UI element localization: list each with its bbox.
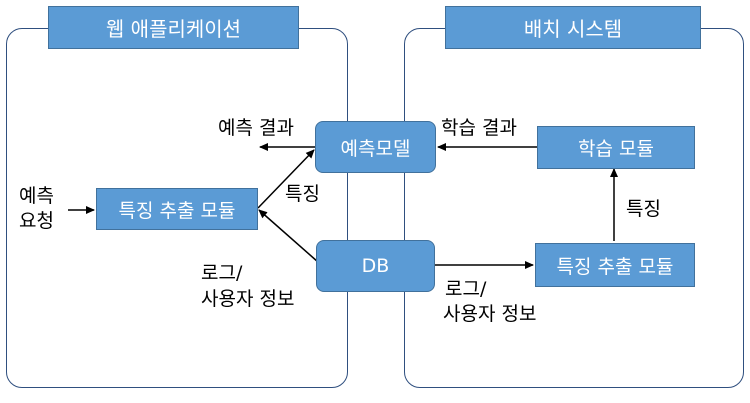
training-result-label: 학습 결과 (441, 117, 517, 139)
arrow-feature-to-model (257, 149, 315, 209)
prediction-request-label-line2: 요청 (19, 210, 54, 232)
db-node: DB (316, 240, 435, 292)
feature-label-web: 특징 (285, 183, 320, 205)
training-module-node: 학습 모듈 (537, 126, 695, 169)
prediction-model-node: 예측모델 (315, 121, 436, 173)
prediction-request-label-line1: 예측 (19, 185, 54, 207)
feature-extraction-module-web: 특징 추출 모듈 (96, 188, 258, 230)
log-user-info-label-batch-line1: 로그/ (445, 278, 487, 300)
log-user-info-label-web-line2: 사용자 정보 (201, 288, 295, 310)
batch-system-title: 배치 시스템 (445, 6, 701, 49)
web-application-title: 웹 애플리케이션 (48, 6, 299, 49)
log-user-info-label-web-line1: 로그/ (201, 262, 243, 284)
arrow-db-to-feature-web (258, 209, 319, 263)
feature-extraction-module-batch: 특징 추출 모듈 (535, 243, 695, 287)
batch-system-panel (404, 28, 744, 388)
feature-label-batch: 특징 (626, 198, 661, 220)
prediction-result-label: 예측 결과 (218, 117, 294, 139)
log-user-info-label-batch-line2: 사용자 정보 (443, 303, 537, 325)
